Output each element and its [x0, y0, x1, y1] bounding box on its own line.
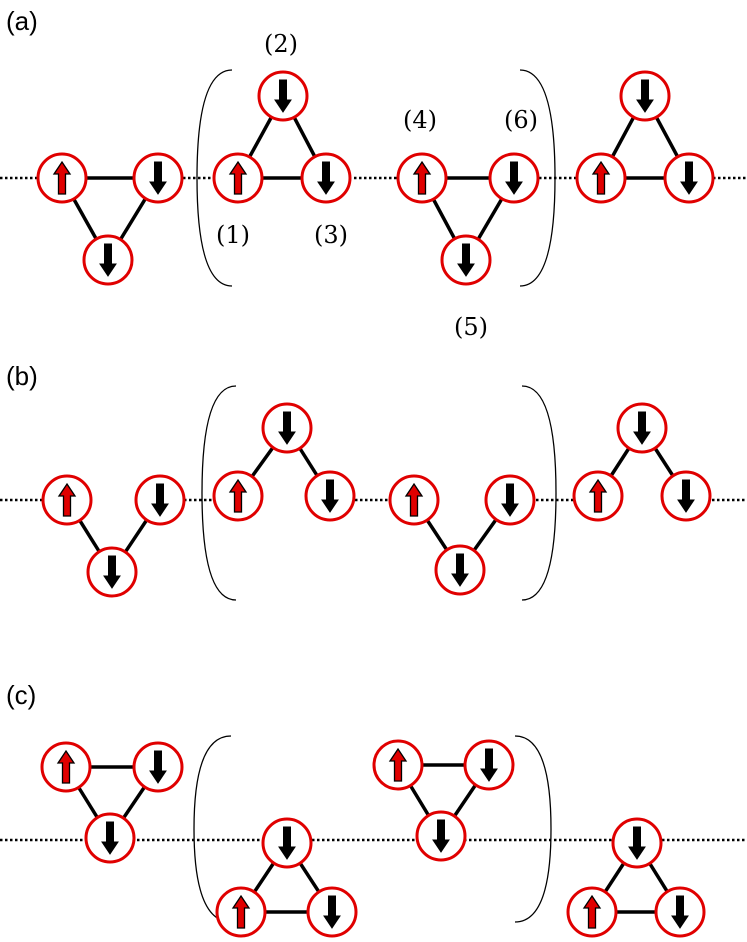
bracket-right — [519, 69, 556, 287]
panel-a — [0, 69, 747, 287]
site-label-2: (2) — [264, 30, 298, 58]
site-label-4: (4) — [403, 106, 437, 134]
site-label-1: (1) — [216, 221, 250, 249]
trimer-up — [575, 70, 715, 204]
bracket-left — [193, 735, 232, 923]
site-label-3: (3) — [314, 221, 348, 249]
panel-label-a: (a) — [6, 6, 38, 36]
panel-b — [0, 385, 747, 601]
trimer-up — [566, 817, 706, 938]
site-label-6: (6) — [504, 106, 538, 134]
trimer-open-down — [388, 474, 536, 596]
trimer-down — [372, 739, 515, 862]
trimer-up — [212, 70, 352, 204]
bracket-right — [521, 385, 557, 601]
trimer-open-down — [41, 474, 186, 598]
trimer-open-up — [572, 402, 712, 522]
panel-label-b: (b) — [6, 361, 38, 391]
trimer-down — [396, 152, 540, 286]
trimer-down — [40, 741, 184, 864]
panel-c — [0, 735, 747, 938]
bracket-left — [201, 385, 237, 601]
bracket-right — [514, 735, 552, 923]
bracket-left — [196, 69, 233, 287]
site-label-5: (5) — [454, 313, 488, 341]
trimer-up — [215, 817, 358, 938]
panel-label-c: (c) — [6, 680, 36, 710]
trimer-down — [36, 152, 184, 286]
trimer-open-up — [212, 402, 356, 522]
